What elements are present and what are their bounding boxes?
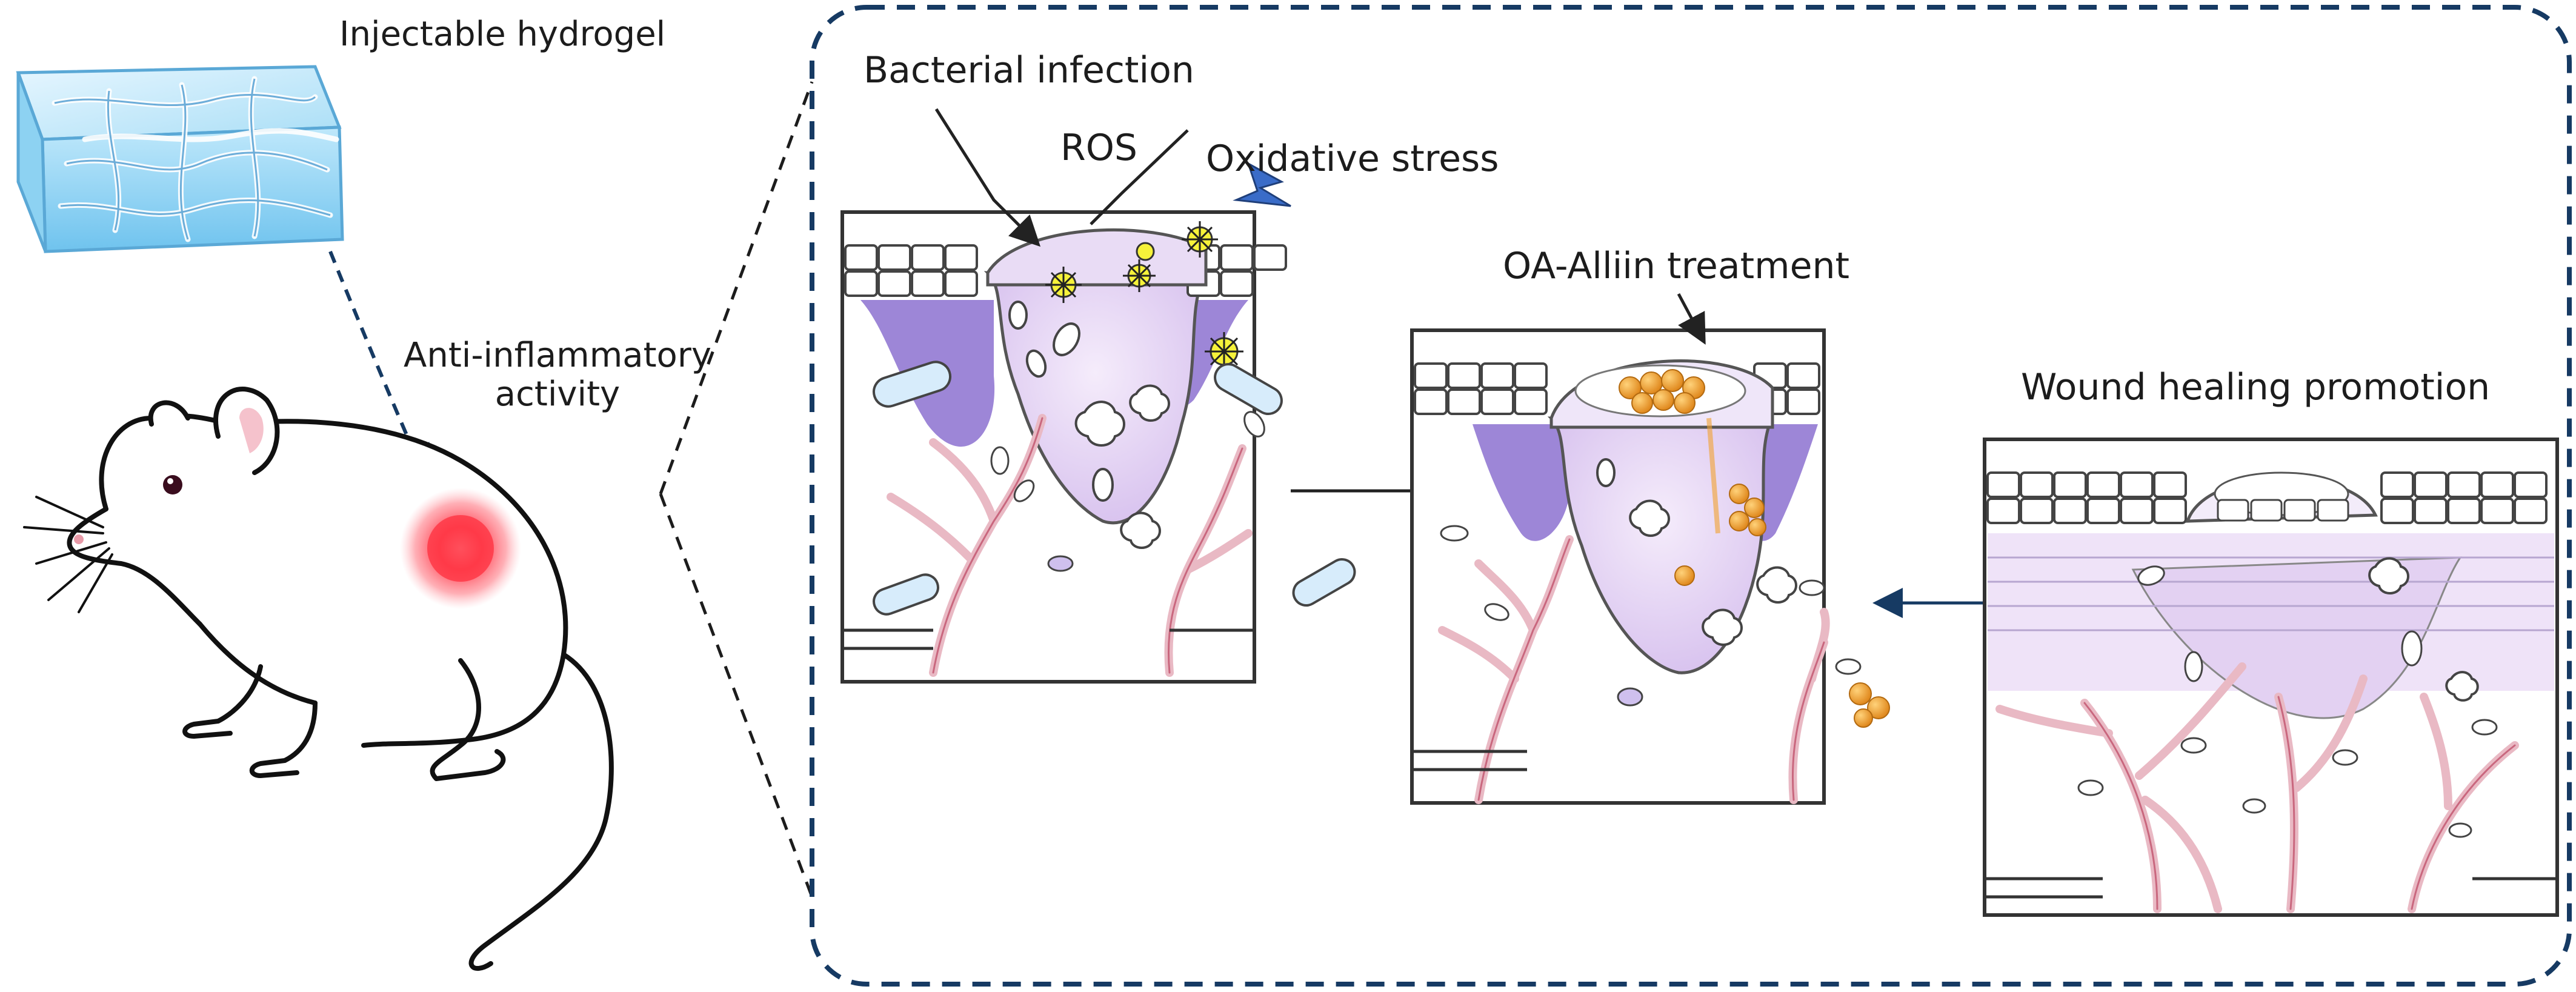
ros-label: ROS	[1060, 127, 1138, 169]
healing-label: Wound healing promotion	[2021, 366, 2491, 408]
bacterial-infection-label: Bacterial infection	[864, 49, 1194, 92]
treatment-label: OA-Alliin treatment	[1503, 245, 1850, 287]
zoom-frame	[810, 5, 2572, 987]
panel-infection	[840, 108, 1356, 684]
anti-inflammatory-line1: Anti-inflammatory	[404, 336, 711, 375]
hydrogel-block	[16, 65, 344, 253]
mouse-illustration	[23, 387, 614, 971]
zoom-line-top	[659, 81, 814, 494]
anti-inflammatory-line2: activity	[494, 374, 621, 414]
oxidative-stress-label: Oxidative stress	[1206, 138, 1499, 180]
panel-healing	[1983, 438, 2559, 917]
anti-inflammatory-label: Anti-inflammatory activity	[370, 336, 745, 414]
panel-treatment	[1410, 293, 1890, 805]
hydrogel-label: Injectable hydrogel	[339, 15, 666, 54]
zoom-line-bottom	[659, 493, 814, 897]
